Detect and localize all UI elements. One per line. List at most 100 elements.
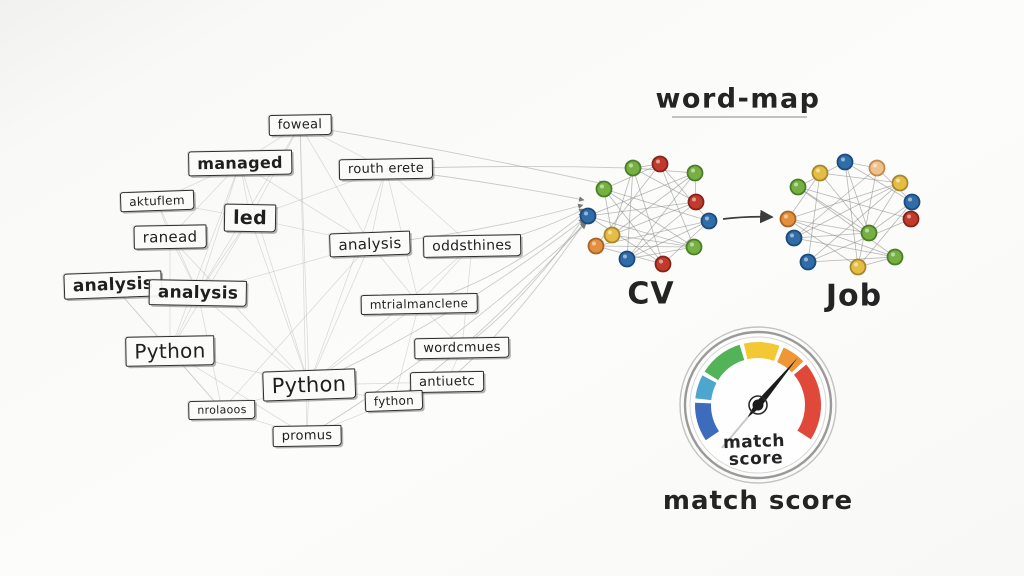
cv-network-label: CV: [627, 276, 675, 312]
network-edge: [787, 218, 859, 268]
network-edge: [595, 245, 695, 248]
node-highlight: [854, 262, 858, 267]
network-edge: [844, 161, 870, 234]
gauge-segment: [743, 342, 780, 361]
word-box-fython: fython: [364, 389, 424, 413]
word-map-edge: [249, 217, 310, 386]
network-edge: [626, 220, 710, 260]
network-node-blue: [799, 253, 817, 271]
word-map-edge: [308, 243, 371, 386]
network-node-blue: [903, 193, 921, 211]
network-edge: [797, 186, 912, 220]
node-highlight: [600, 184, 604, 189]
network-edge: [587, 215, 664, 265]
word-map-edge: [169, 162, 241, 352]
network-node-blue: [618, 250, 636, 268]
network-node-yellow: [891, 174, 909, 192]
node-highlight: [816, 168, 820, 173]
word-box-managed: managed: [188, 149, 292, 177]
network-edge: [819, 172, 901, 184]
node-highlight: [584, 211, 588, 216]
flow-curve: [299, 124, 605, 186]
word-box-nrolaoos: nrolaoos: [188, 399, 256, 421]
node-highlight: [691, 168, 695, 173]
node-highlight: [623, 254, 627, 259]
network-edge: [868, 182, 901, 234]
gauge-segment: [794, 364, 821, 440]
word-box-led: led: [223, 203, 277, 233]
needle-hub-ring: [748, 395, 768, 415]
network-node-blue: [700, 212, 718, 230]
gauge-segment: [695, 402, 720, 441]
network-edge: [626, 201, 697, 260]
network-edge: [587, 215, 695, 248]
node-highlight: [690, 242, 694, 247]
network-node-lightorange: [868, 159, 886, 177]
node-highlight: [891, 252, 895, 257]
network-edge: [844, 161, 913, 203]
network-edge: [611, 201, 697, 236]
word-box-foweal: foweal: [268, 113, 332, 137]
network-edge: [587, 172, 696, 217]
word-box-routh-erete: routh erete: [338, 157, 434, 181]
node-highlight: [790, 233, 794, 238]
node-highlight: [804, 257, 808, 262]
word-box-analysis-2: analysis: [148, 279, 248, 307]
word-map-edge: [299, 124, 371, 245]
network-edge: [807, 182, 901, 263]
network-node-green: [595, 180, 613, 198]
node-highlight: [908, 197, 912, 202]
network-node-blue: [785, 229, 803, 247]
network-edge: [659, 163, 695, 248]
job-network-graph: [779, 153, 921, 276]
network-edge: [819, 172, 870, 234]
node-highlight: [873, 163, 877, 168]
word-map-edge: [308, 168, 387, 386]
node-highlight: [608, 230, 612, 235]
network-node-blue: [836, 153, 854, 171]
network-node-green: [686, 164, 704, 182]
network-edge: [807, 172, 821, 263]
network-edge: [587, 201, 697, 217]
node-highlight: [629, 163, 633, 168]
node-highlight: [692, 197, 696, 202]
job-network-label: Job: [825, 278, 883, 314]
network-edge: [793, 182, 901, 239]
network-node-green: [624, 159, 642, 177]
cv-network-graph: [579, 155, 718, 273]
network-edge: [662, 220, 710, 265]
network-edge: [626, 167, 634, 260]
word-map-edge: [197, 162, 241, 294]
node-highlight: [705, 216, 709, 221]
network-edge: [787, 218, 870, 234]
arrow-line: [722, 209, 774, 224]
word-box-promus: promus: [272, 424, 342, 448]
network-node-yellow: [603, 226, 621, 244]
word-map-edge: [393, 303, 420, 402]
network-node-yellow: [849, 258, 867, 276]
network-edge: [603, 163, 661, 190]
network-edge: [793, 237, 896, 258]
node-highlight: [784, 214, 788, 219]
word-box-python-center: Python: [262, 368, 356, 402]
word-box-python-left: Python: [125, 335, 215, 367]
word-box-ranead: ranead: [133, 224, 207, 250]
network-node-red: [902, 210, 920, 228]
network-edge: [632, 167, 664, 265]
network-node-red: [651, 155, 669, 173]
network-edge: [626, 246, 695, 260]
network-edge: [868, 201, 913, 234]
network-edge: [793, 232, 870, 239]
word-box-oddsthines: oddsthines: [422, 234, 522, 258]
gauge-segment: [695, 375, 717, 401]
network-node-yellow: [811, 164, 829, 182]
node-highlight: [907, 214, 911, 219]
network-node-green: [685, 238, 703, 256]
network-edge: [807, 256, 896, 263]
word-box-aktuflem: aktuflem: [119, 189, 195, 213]
gauge-segment: [777, 347, 804, 373]
network-node-orange: [779, 210, 797, 228]
word-map-edge: [239, 162, 310, 386]
page-title: word-map: [655, 83, 821, 115]
